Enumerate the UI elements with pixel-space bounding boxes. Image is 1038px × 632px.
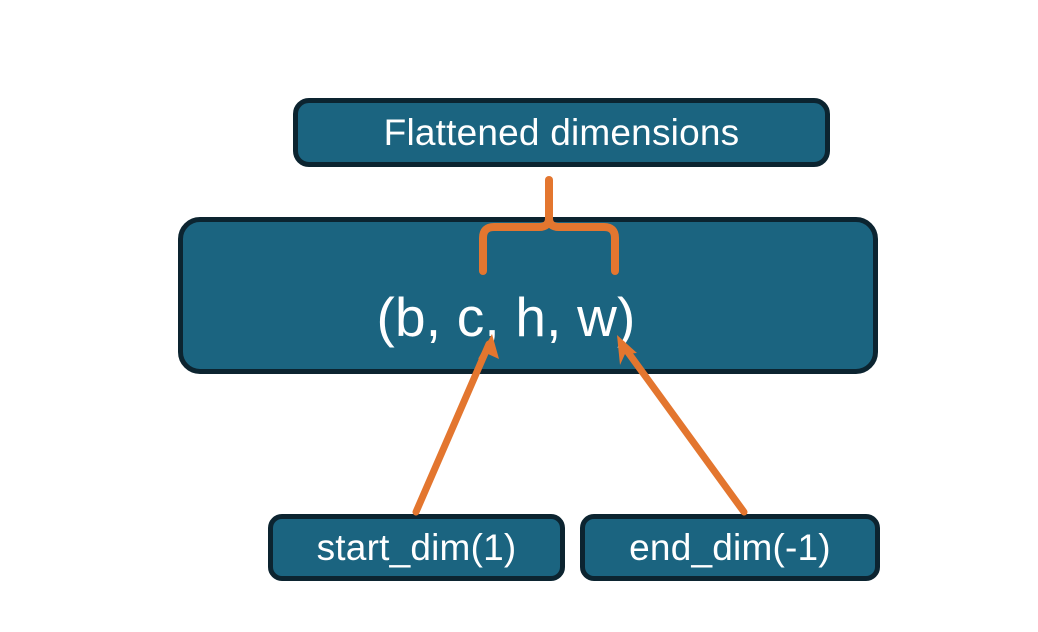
start-dim-label: start_dim(1): [316, 527, 517, 568]
end-dim-node: end_dim(-1): [580, 514, 880, 581]
flattened-dimensions-label: Flattened dimensions: [383, 112, 740, 153]
flattened-dimensions-node: Flattened dimensions: [293, 98, 830, 167]
tensor-shape-node: (b, c, h, w): [178, 217, 878, 374]
start-dim-node: start_dim(1): [268, 514, 565, 581]
end-dim-label: end_dim(-1): [629, 527, 831, 568]
tensor-shape-label: (b, c, h, w): [376, 286, 636, 348]
